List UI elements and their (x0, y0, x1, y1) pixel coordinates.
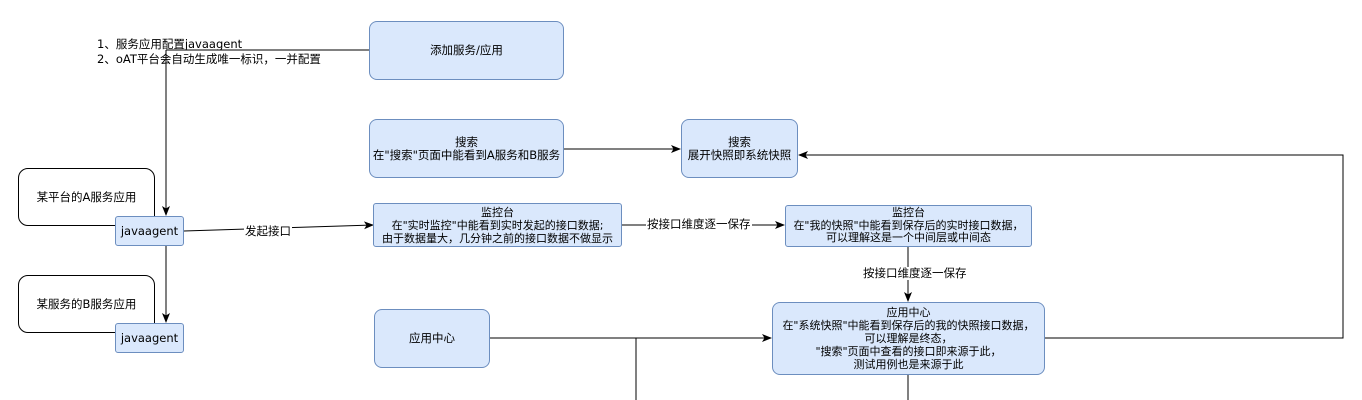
edge-label-save-per-api-1: 按接口维度逐一保存 (646, 217, 752, 231)
search-box-b: 搜索 展开快照即系统快照 (681, 119, 798, 178)
config-note: 1、服务应用配置javaagent 2、oAT平台会自动生成唯一标识，一并配置 (97, 37, 321, 66)
monitor-box-b: 监控台 在"我的快照"中能看到保存后的实时接口数据， 可以理解这是一个中间层或中… (785, 205, 1032, 247)
javaagent-a-box: javaagent (115, 216, 184, 246)
edge-label-send-api: 发起接口 (244, 224, 292, 238)
monitor-box-a: 监控台 在"实时监控"中能看到实时发起的接口数据; 由于数据量大，几分钟之前的接… (373, 203, 622, 247)
edge-app-center-b-to-search-b (798, 151, 1344, 339)
app-center-box-a: 应用中心 (374, 309, 490, 368)
add-service-box: 添加服务/应用 (369, 21, 564, 80)
search-box-a: 搜索 在"搜索"页面中能看到A服务和B服务 (369, 119, 564, 178)
platform-b-box: 某服务的B服务应用 (18, 275, 155, 333)
app-center-box-b: 应用中心 在"系统快照"中能看到保存后的我的快照接口数据， 可以理解是终态， "… (772, 302, 1045, 375)
edge-label-save-per-api-2: 按接口维度逐一保存 (862, 266, 968, 280)
javaagent-b-box: javaagent (115, 323, 184, 353)
